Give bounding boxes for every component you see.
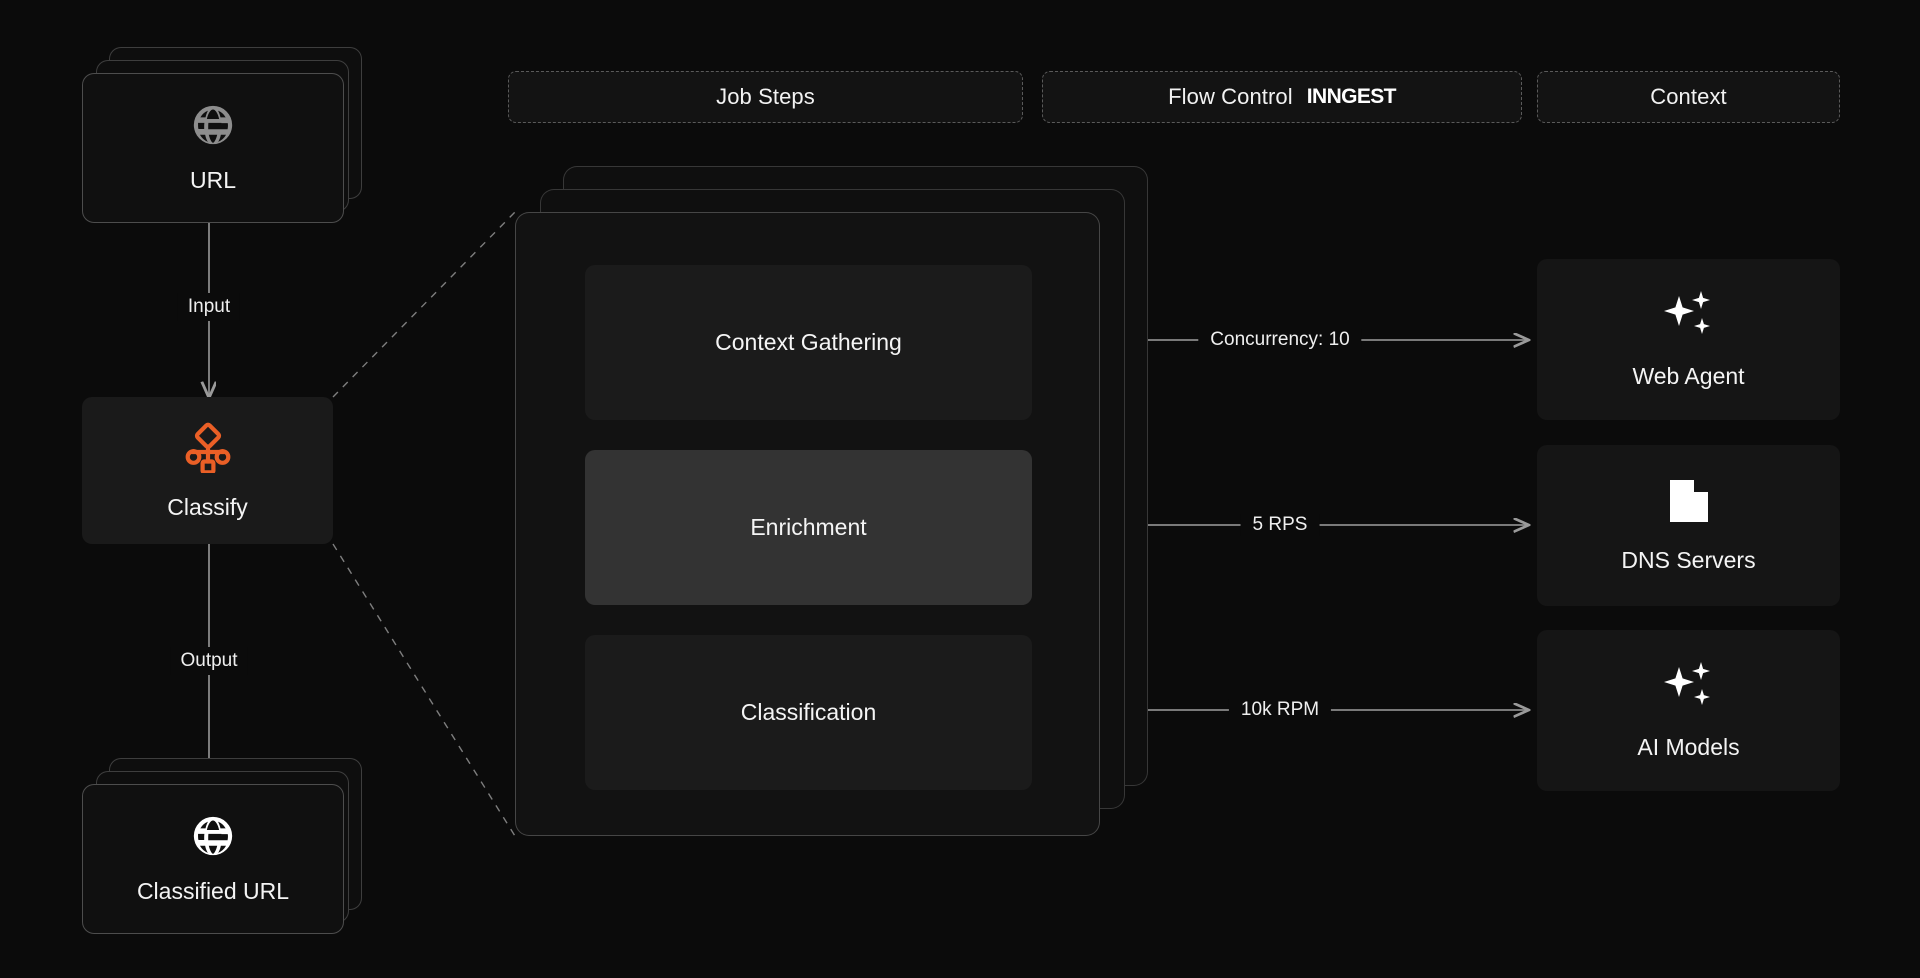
url-card-label: URL bbox=[189, 167, 236, 193]
header-pill-job-steps[interactable]: Job Steps bbox=[508, 71, 1023, 123]
classify-node[interactable]: Classify bbox=[82, 397, 333, 544]
inngest-logo: INNGEST bbox=[1306, 85, 1397, 108]
resource-card-web-agent[interactable]: Web Agent bbox=[1537, 259, 1840, 420]
classify-node-label: Classify bbox=[167, 493, 248, 520]
classified-url-node[interactable]: Classified URL bbox=[82, 758, 362, 938]
resource-label: DNS Servers bbox=[1621, 546, 1756, 573]
expansion-line-top bbox=[332, 211, 516, 398]
job-steps-panel[interactable]: Context Gathering Enrichment Classificat… bbox=[515, 212, 1100, 836]
input-edge-label: Input bbox=[177, 293, 241, 321]
globe-icon bbox=[190, 102, 236, 153]
classified-url-card[interactable]: Classified URL bbox=[82, 784, 344, 934]
resource-card-ai-models[interactable]: AI Models bbox=[1537, 630, 1840, 791]
job-step-2[interactable]: Classification bbox=[585, 635, 1032, 790]
sparkles-icon bbox=[1661, 290, 1717, 345]
building-icon bbox=[1664, 478, 1714, 529]
url-card[interactable]: URL bbox=[82, 73, 344, 223]
output-edge-label: Output bbox=[170, 647, 248, 675]
flow-edge-label-2: 10k RPM bbox=[1228, 699, 1332, 721]
header-label: Job Steps bbox=[716, 84, 815, 109]
flow-edge-label-0: Concurrency: 10 bbox=[1198, 329, 1362, 351]
job-step-label: Enrichment bbox=[750, 514, 867, 540]
header-label: Flow Control bbox=[1168, 84, 1293, 109]
resource-label: AI Models bbox=[1637, 733, 1740, 760]
header-pill-context[interactable]: Context bbox=[1537, 71, 1840, 123]
globe-icon bbox=[190, 813, 236, 864]
header-label: Context bbox=[1650, 84, 1727, 109]
resource-label: Web Agent bbox=[1632, 362, 1745, 389]
job-step-label: Context Gathering bbox=[715, 329, 902, 355]
job-step-1[interactable]: Enrichment bbox=[585, 450, 1032, 605]
url-node[interactable]: URL bbox=[82, 47, 362, 227]
job-step-0[interactable]: Context Gathering bbox=[585, 265, 1032, 420]
resource-card-dns-servers[interactable]: DNS Servers bbox=[1537, 445, 1840, 606]
header-pill-flow-control[interactable]: Flow Control INNGEST bbox=[1042, 71, 1522, 123]
sparkles-icon bbox=[1661, 661, 1717, 716]
job-step-label: Classification bbox=[740, 699, 877, 725]
workflow-branch-icon bbox=[182, 421, 234, 478]
classified-url-card-label: Classified URL bbox=[136, 878, 290, 904]
flow-edge-label-1: 5 RPS bbox=[1240, 514, 1320, 536]
